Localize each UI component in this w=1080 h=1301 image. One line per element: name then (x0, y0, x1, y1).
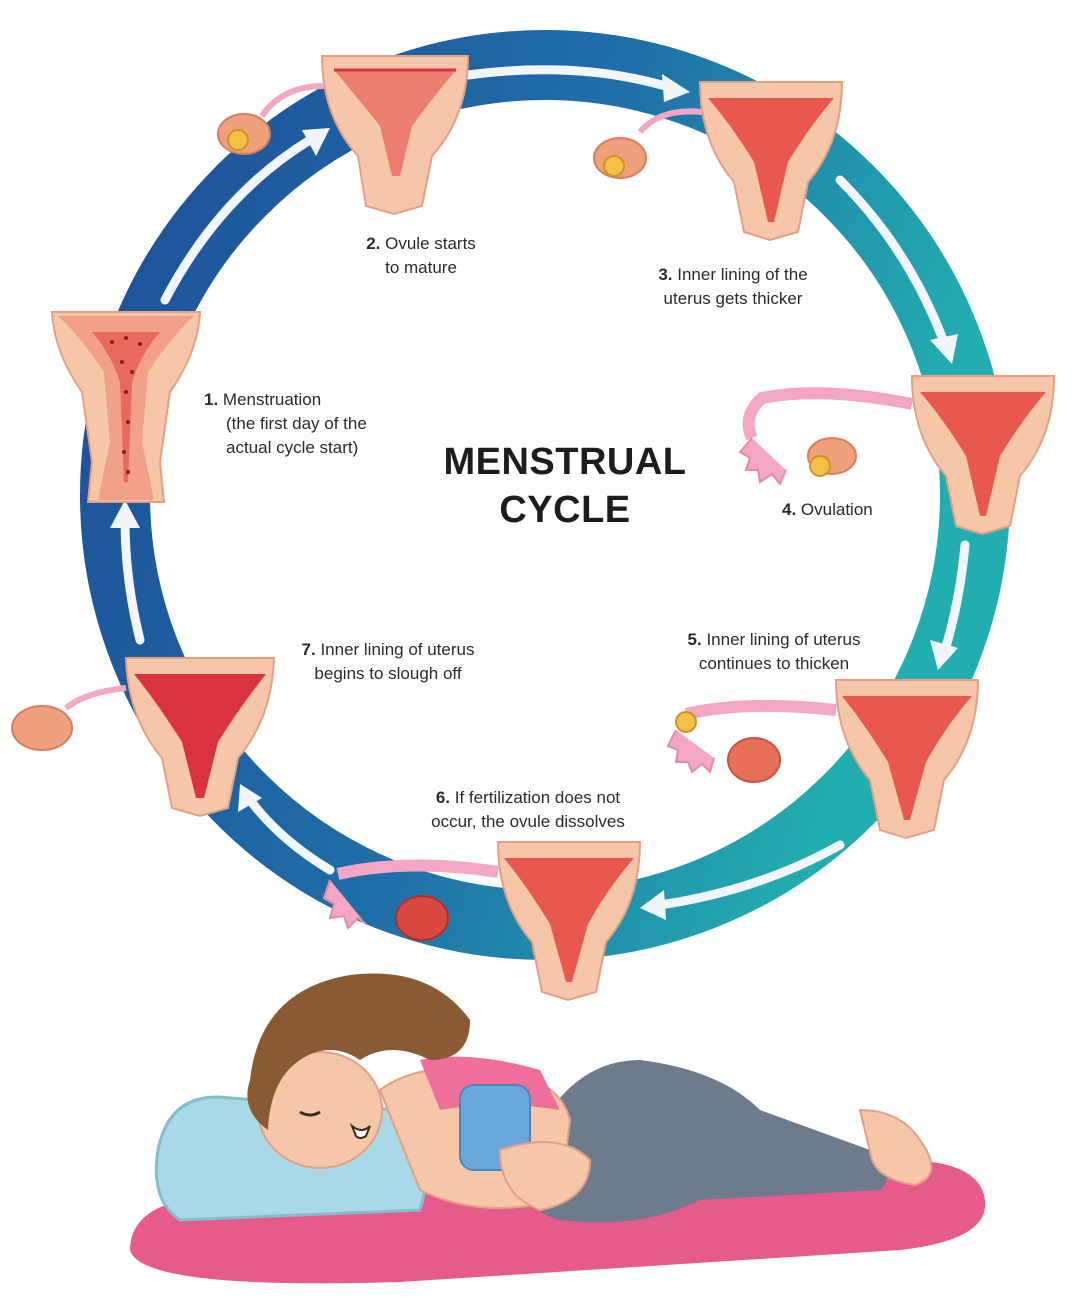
closed-eye (299, 1110, 321, 1117)
stage-2-label: 2. Ovule starts to mature (336, 232, 506, 280)
arrow-3-to-4 (835, 175, 950, 350)
hair (247, 973, 470, 1130)
stage-3-number: 3. (658, 265, 673, 284)
woman-illustration (130, 973, 986, 1284)
arrow-7-to-1 (120, 515, 145, 645)
uterus-stage-7 (11, 657, 276, 818)
stage-1-line-1: Menstruation (222, 390, 322, 409)
arrow-2-to-3 (463, 65, 677, 93)
uterus-stage-5 (666, 679, 980, 840)
arrow-1-to-2 (160, 135, 315, 305)
stage-5-line-1: Inner lining of uterus (706, 630, 861, 649)
mouth (349, 1122, 371, 1139)
stage-1-line-3: actual cycle start) (226, 438, 359, 457)
arrow-head-3-to-4 (930, 334, 958, 364)
foot (858, 1108, 933, 1187)
stage-6-number: 6. (435, 788, 451, 807)
stage-3-line-2: uterus gets thicker (663, 289, 803, 308)
stage-4-line-1: Ovulation (800, 500, 873, 519)
stage-7-line-1: Inner lining of uterus (320, 640, 475, 659)
uterus-stage-3 (593, 81, 844, 242)
arrow-4-to-5 (940, 540, 970, 655)
uterus-stage-6 (322, 841, 642, 1002)
arm (498, 1141, 592, 1212)
arrow-6-to-7 (245, 795, 335, 875)
stage-1-number: 1. (204, 390, 219, 409)
arrow-head-6-to-7 (238, 784, 262, 812)
stage-7-number: 7. (301, 640, 316, 659)
arrow-head-1-to-2 (302, 128, 330, 156)
uterus-stage-2 (217, 55, 470, 216)
stage-5-number: 5. (687, 630, 702, 649)
arrow-5-to-6 (655, 840, 845, 910)
arrow-head-7-to-1 (110, 500, 140, 528)
stage-3-label: 3. Inner lining of the uterus gets thick… (628, 263, 838, 311)
stage-4-number: 4. (782, 500, 797, 519)
stage-5-label: 5. Inner lining of uterus continues to t… (664, 628, 884, 676)
stage-1-line-2: (the first day of the (226, 414, 367, 433)
arrow-head-2-to-3 (662, 74, 690, 102)
diagram-title: MENSTRUAL CYCLE (420, 438, 710, 534)
pants (520, 1060, 888, 1223)
stage-7-label: 7. Inner lining of uterus begins to slou… (278, 638, 498, 686)
stage-2-number: 2. (366, 234, 381, 253)
stage-6-line-1: If fertilization does not (454, 788, 621, 807)
cycle-arrows (110, 65, 970, 920)
stage-7-line-2: begins to slough off (314, 664, 462, 683)
arrow-head-4-to-5 (930, 640, 958, 670)
stage-4-label: 4. Ovulation (782, 498, 922, 522)
stage-6-label: 6. If fertilization does not occur, the … (398, 786, 658, 834)
title-line-2: CYCLE (499, 489, 631, 531)
uterus-stage-1 (50, 311, 202, 503)
stage-3-line-1: Inner lining of the (677, 265, 808, 284)
stage-6-line-2: occur, the ovule dissolves (431, 812, 625, 831)
stage-2-line-2: to mature (385, 258, 457, 277)
uterus-stage-4 (738, 375, 1056, 536)
stage-1-label: 1. Menstruation (the first day of the ac… (204, 388, 414, 460)
stage-5-line-2: continues to thicken (698, 654, 850, 673)
title-line-1: MENSTRUAL (443, 441, 687, 483)
stage-2-line-1: Ovule starts (385, 234, 476, 253)
arrow-head-5-to-6 (640, 890, 666, 920)
